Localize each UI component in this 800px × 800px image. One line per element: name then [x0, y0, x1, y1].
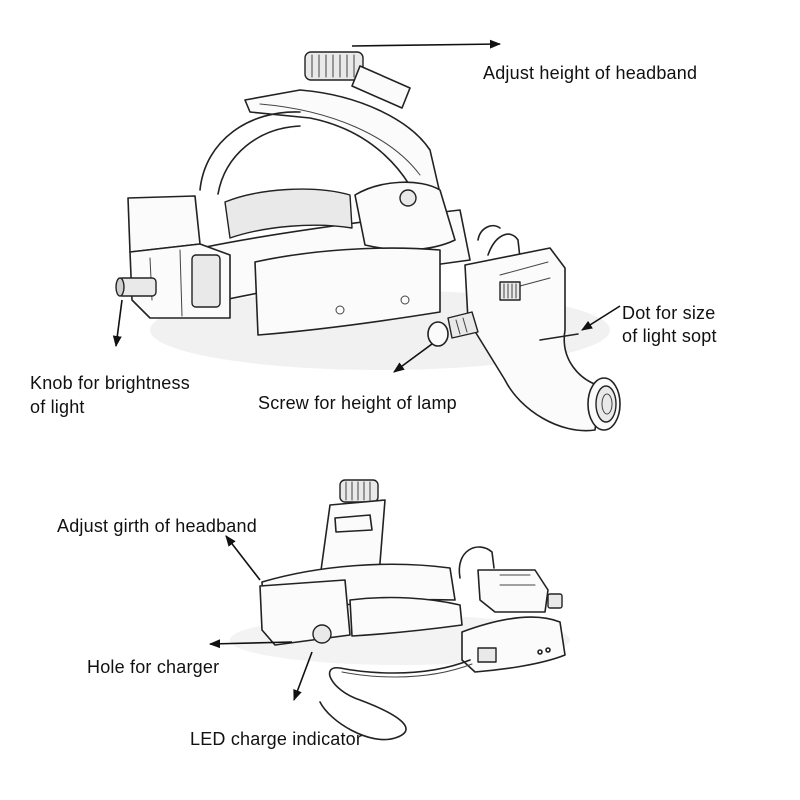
- battery-box: [127, 195, 231, 319]
- arrow-brightness-knob: [112, 299, 123, 348]
- brightness-knob: [115, 277, 157, 297]
- label-screw-height: Screw for height of lamp: [258, 393, 457, 413]
- top-headlamp-drawing: [115, 51, 621, 432]
- label-knob-line1: Knob for brightness: [30, 373, 190, 393]
- label-hole-charger: Hole for charger: [87, 657, 220, 677]
- label-dot-size-line1: Dot for size: [622, 303, 716, 323]
- arrow-adjust-girth: [225, 535, 261, 581]
- arrow-adjust-height: [351, 39, 502, 49]
- bottom-headlamp-drawing: [230, 479, 570, 741]
- label-dot-size-line2: of light sopt: [622, 326, 717, 346]
- arrow-height-screw: [393, 343, 433, 373]
- lamp-housing: [464, 247, 621, 432]
- height-adjust-wheel: [304, 51, 411, 109]
- label-adjust-girth: Adjust girth of headband: [57, 516, 257, 536]
- arrow-led-indicator: [293, 651, 313, 702]
- arrow-dot-size: [581, 305, 621, 331]
- height-screw: [427, 311, 479, 347]
- label-led-indicator: LED charge indicator: [190, 729, 363, 749]
- arrow-hole-charger: [208, 639, 293, 649]
- charger-box: [461, 616, 566, 673]
- label-adjust-height: Adjust height of headband: [483, 63, 698, 83]
- label-knob-line2: of light: [30, 397, 85, 417]
